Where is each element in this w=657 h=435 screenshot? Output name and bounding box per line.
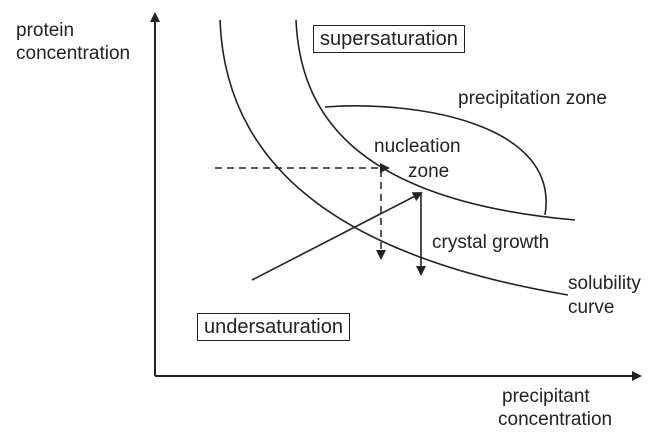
solubility-curve xyxy=(219,19,569,296)
nucleation-zone-label-line2: zone xyxy=(408,161,450,182)
diagonal-nucleation-arrow xyxy=(251,192,423,281)
x-axis-label-line1: precipitant xyxy=(502,386,590,407)
x-axis-label-line2: concentration xyxy=(498,409,613,430)
nucleation-zone-label-line1: nucleation xyxy=(374,136,461,157)
y-axis-label-line1: protein xyxy=(16,20,75,41)
solubility-curve-label-line1: solubility xyxy=(568,273,641,294)
solubility-curve-label-line2: curve xyxy=(568,297,615,318)
crystal-growth-label: crystal growth xyxy=(432,232,550,253)
y-axis-label-line2: concentration xyxy=(16,43,131,64)
precipitation-zone-label: precipitation zone xyxy=(458,88,607,109)
supersaturation-label: supersaturation xyxy=(313,25,465,53)
undersaturation-label: undersaturation xyxy=(197,313,350,341)
precipitation-zone-boundary xyxy=(324,105,547,216)
supersolubility-curve xyxy=(295,19,576,221)
